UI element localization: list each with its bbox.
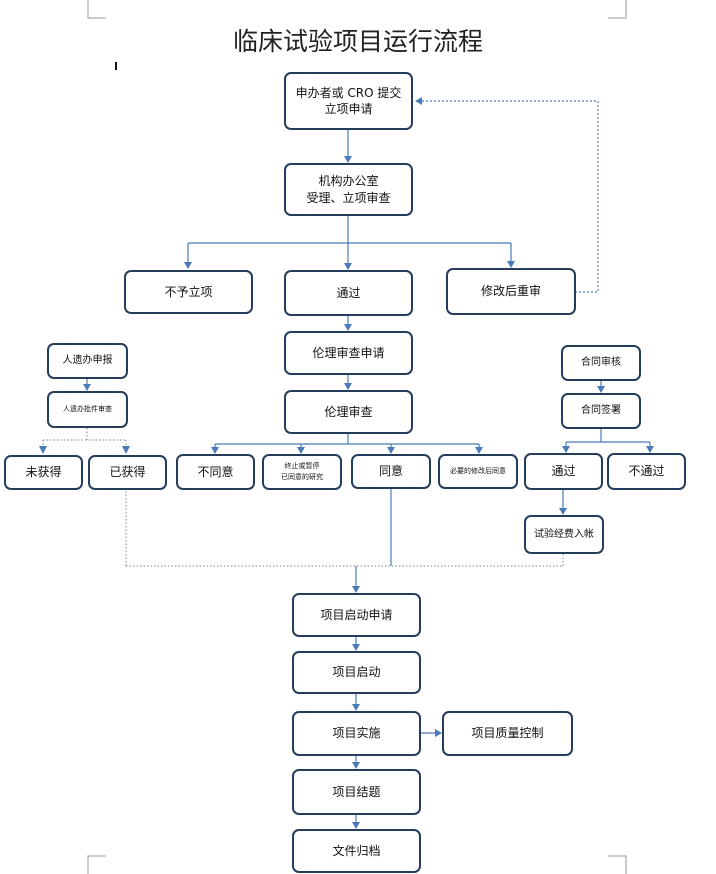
node-start-application[interactable]: 项目启动申请	[292, 593, 421, 637]
node-label: 合同签署	[581, 405, 621, 417]
node-label: 申办者或 CRO 提交 立项申请	[295, 85, 402, 116]
node-terminate-suspend[interactable]: 终止或暂停 已同意的研究	[262, 454, 342, 490]
node-contract-pass[interactable]: 通过	[524, 453, 603, 490]
crop-mark-bottom-left	[87, 855, 106, 874]
node-contract-review[interactable]: 合同审核	[561, 345, 641, 381]
connector-revise-feedback	[415, 97, 599, 293]
node-label: 修改后重审	[480, 284, 541, 299]
crop-mark-top-right	[608, 0, 627, 19]
node-label: 未获得	[25, 465, 62, 480]
node-agree-after-revision[interactable]: 必要的修改后同意	[438, 454, 518, 489]
node-label: 项目启动申请	[320, 607, 393, 622]
node-passed[interactable]: 通过	[284, 270, 413, 316]
node-submit-application[interactable]: 申办者或 CRO 提交 立项申请	[284, 72, 413, 130]
node-label: 不通过	[628, 464, 665, 479]
node-agree[interactable]: 同意	[351, 454, 431, 489]
node-not-obtained[interactable]: 未获得	[4, 455, 83, 490]
node-hgr-approval-review[interactable]: 人遗办批件审查	[47, 391, 128, 428]
crop-mark-top-left	[87, 0, 106, 19]
node-label: 伦理审查	[324, 404, 373, 419]
arrowhead-obtained	[122, 446, 130, 454]
node-label: 不同意	[197, 464, 234, 479]
node-funds-entry[interactable]: 试验经费入帐	[524, 515, 604, 554]
node-project-conclude[interactable]: 项目结题	[292, 769, 421, 815]
node-revise-resubmit[interactable]: 修改后重审	[446, 268, 576, 315]
node-label: 合同审核	[581, 357, 621, 369]
node-not-approved[interactable]: 不予立项	[124, 270, 253, 314]
node-contract-fail[interactable]: 不通过	[607, 453, 686, 490]
node-label: 项目实施	[332, 726, 381, 741]
node-label: 已获得	[109, 465, 146, 480]
node-label: 项目结题	[332, 784, 381, 799]
node-ethics-review[interactable]: 伦理审查	[284, 390, 413, 434]
node-hgr-report[interactable]: 人遗办申报	[47, 343, 128, 379]
node-label: 同意	[378, 464, 403, 479]
node-ethics-application[interactable]: 伦理审查申请	[284, 331, 413, 375]
node-label: 项目启动	[332, 665, 381, 680]
node-project-start[interactable]: 项目启动	[292, 651, 421, 694]
node-obtained[interactable]: 已获得	[88, 455, 167, 490]
node-label: 人遗办申报	[62, 355, 113, 367]
text-cursor	[115, 62, 117, 70]
node-label: 项目质量控制	[471, 726, 544, 741]
node-quality-control[interactable]: 项目质量控制	[442, 711, 573, 756]
node-label: 终止或暂停 已同意的研究	[281, 461, 323, 481]
node-contract-sign[interactable]: 合同签署	[561, 393, 641, 429]
arrowhead-not-obtained	[39, 446, 47, 454]
node-project-implement[interactable]: 项目实施	[292, 711, 421, 756]
node-label: 必要的修改后同意	[450, 466, 506, 475]
crop-mark-bottom-right	[608, 855, 627, 874]
node-disagree[interactable]: 不同意	[176, 454, 255, 490]
node-label: 试验经费入帐	[534, 528, 594, 540]
node-label: 机构办公室 受理、立项审查	[306, 174, 391, 205]
node-label: 通过	[551, 464, 576, 479]
node-label: 伦理审查申请	[312, 345, 385, 360]
node-label: 文件归档	[332, 843, 381, 858]
node-file-archive[interactable]: 文件归档	[292, 829, 421, 873]
node-label: 不予立项	[164, 284, 213, 299]
node-label: 通过	[336, 285, 361, 300]
node-label: 人遗办批件审查	[63, 404, 112, 413]
node-office-review[interactable]: 机构办公室 受理、立项审查	[284, 163, 413, 216]
diagram-title: 临床试验项目运行流程	[232, 27, 483, 56]
